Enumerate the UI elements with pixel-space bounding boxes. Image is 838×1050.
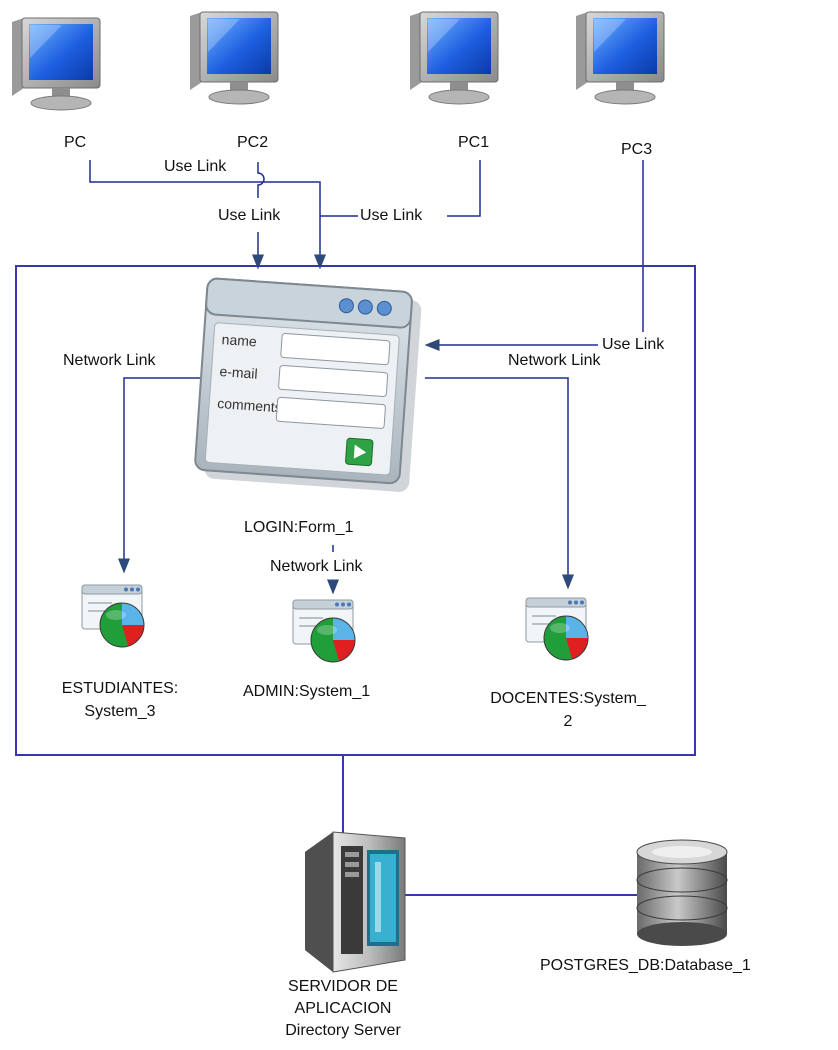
use-link-pc2-label: Use Link — [218, 207, 281, 224]
database-label: POSTGRES_DB:Database_1 — [540, 957, 751, 974]
estudiantes-label-line1: ESTUDIANTES: — [61, 680, 179, 697]
use-link-pc1-label: Use Link — [360, 207, 423, 224]
use-link-pc-label: Use Link — [164, 158, 227, 175]
form-field-comments-label: comments — [217, 395, 283, 415]
form-field-name-label: name — [221, 331, 257, 349]
server-label-line1: SERVIDOR DE — [288, 978, 398, 995]
pc-icon[interactable] — [11, 17, 101, 111]
web-form-icon[interactable]: name e-mail comments — [194, 277, 422, 493]
pc2-label: PC2 — [237, 134, 269, 151]
network-link-docentes-line — [425, 377, 574, 590]
server-tower-icon[interactable] — [305, 831, 406, 973]
pc-label: PC — [64, 134, 87, 151]
form-name-input — [280, 333, 391, 366]
pc1-icon[interactable] — [409, 11, 499, 105]
use-link-pc3-line — [432, 160, 644, 345]
estudiantes-label: ESTUDIANTES: System_3 — [20, 679, 220, 721]
server-label: SERVIDOR DE APLICACION Directory Server — [253, 977, 433, 1040]
docentes-label: DOCENTES:System_ 2 — [448, 689, 688, 731]
docentes-label-line1: DOCENTES:System_ — [490, 690, 646, 707]
pc1-label: PC1 — [458, 134, 490, 151]
network-link-estudiantes-label: Network Link — [63, 352, 156, 369]
use-link-pc3-label: Use Link — [602, 336, 665, 353]
pc3-label: PC3 — [621, 141, 653, 158]
estudiantes-label-line2: System_3 — [84, 703, 156, 720]
form-comments-input — [275, 396, 386, 429]
pc2-icon[interactable] — [189, 11, 279, 105]
connectors — [89, 160, 644, 896]
form-email-input — [278, 364, 389, 398]
use-link-pc1-line — [320, 160, 481, 217]
use-link-pc-line — [89, 160, 326, 270]
network-link-estudiantes-line — [118, 377, 212, 574]
use-link-pc2-line — [258, 162, 264, 262]
network-link-docentes-label: Network Link — [508, 352, 601, 369]
system-boundary — [15, 265, 696, 756]
database-icon[interactable] — [636, 839, 728, 946]
server-label-line2: APLICACION — [294, 1000, 392, 1017]
server-label-line3: Directory Server — [285, 1022, 401, 1039]
network-link-admin-label: Network Link — [270, 558, 363, 575]
form-field-email-label: e-mail — [219, 363, 258, 382]
docentes-label-line2: 2 — [563, 713, 573, 730]
pc3-icon[interactable] — [575, 11, 665, 105]
form-label: LOGIN:Form_1 — [244, 519, 354, 536]
admin-label: ADMIN:System_1 — [243, 683, 371, 700]
